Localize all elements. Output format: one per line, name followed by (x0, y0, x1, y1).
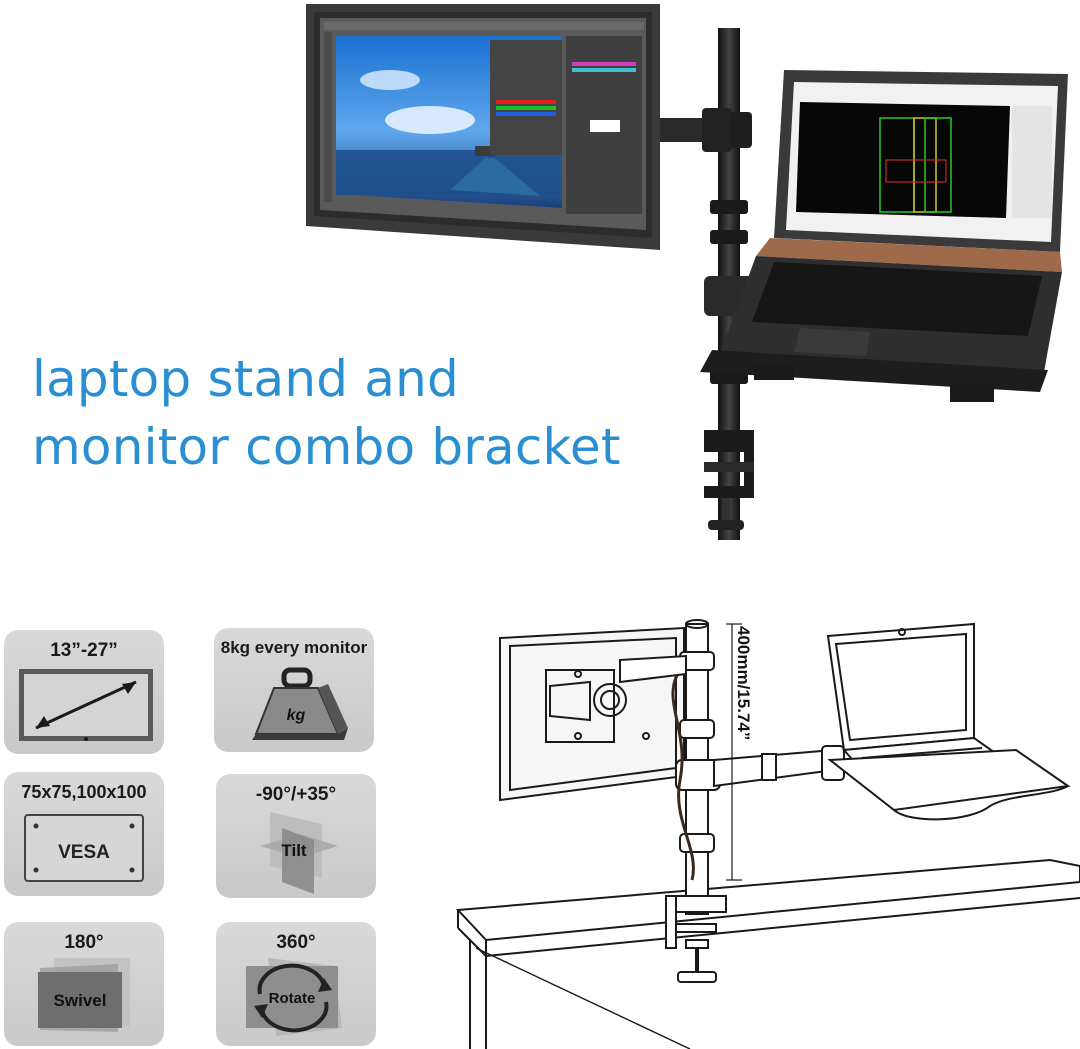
spec-tile-weight: 8kg every monitor kg (214, 628, 374, 752)
spec-label-rotate: 360° (276, 932, 316, 953)
screen-size-icon (19, 669, 153, 741)
weight-icon-text: kg (287, 707, 306, 724)
spec-label-vesa: 75x75,100x100 (21, 782, 147, 802)
swivel-icon-text: Swivel (54, 991, 107, 1010)
laptop-photo (700, 70, 1068, 402)
vesa-icon-text: VESA (58, 842, 110, 863)
tilt-icon: Tilt (260, 812, 338, 894)
vesa-plate-icon: VESA (24, 814, 144, 882)
spec-label-screen-size: 13”-27” (50, 640, 118, 661)
spec-label-swivel: 180° (64, 932, 104, 953)
monitor-photo (306, 4, 660, 250)
rotate-icon: Rotate (246, 958, 342, 1036)
spec-label-tilt: -90°/+35° (255, 784, 337, 805)
spec-tile-rotate: 360° Rotate (216, 922, 376, 1046)
spec-tile-screen-size: 13”-27” (4, 630, 164, 754)
tilt-icon-text: Tilt (281, 841, 307, 860)
product-photo (306, 4, 1068, 540)
mount-line-diagram: 400mm/15.74” (455, 619, 1080, 1049)
weight-kg-icon: kg (252, 667, 348, 740)
pole-drawing (619, 619, 845, 983)
desk-drawing (455, 858, 1080, 1049)
headline-line-1: laptop stand and (32, 350, 459, 408)
laptop-drawing (826, 622, 1071, 821)
headline-line-2: monitor combo bracket (32, 418, 621, 476)
headline: laptop stand and monitor combo bracket (32, 345, 621, 481)
spec-tile-tilt: -90°/+35° Tilt (216, 774, 376, 898)
monitor-drawing (499, 626, 685, 802)
mount-pole-photo (660, 28, 754, 540)
swivel-icon: Swivel (38, 958, 130, 1032)
spec-tile-swivel: 180° Swivel (4, 922, 164, 1046)
spec-tile-vesa: 75x75,100x100 VESA (4, 772, 164, 896)
height-dimension (726, 623, 742, 881)
height-dimension-label: 400mm/15.74” (734, 626, 753, 740)
rotate-icon-text: Rotate (269, 990, 316, 1007)
spec-label-weight: 8kg every monitor (220, 638, 368, 657)
